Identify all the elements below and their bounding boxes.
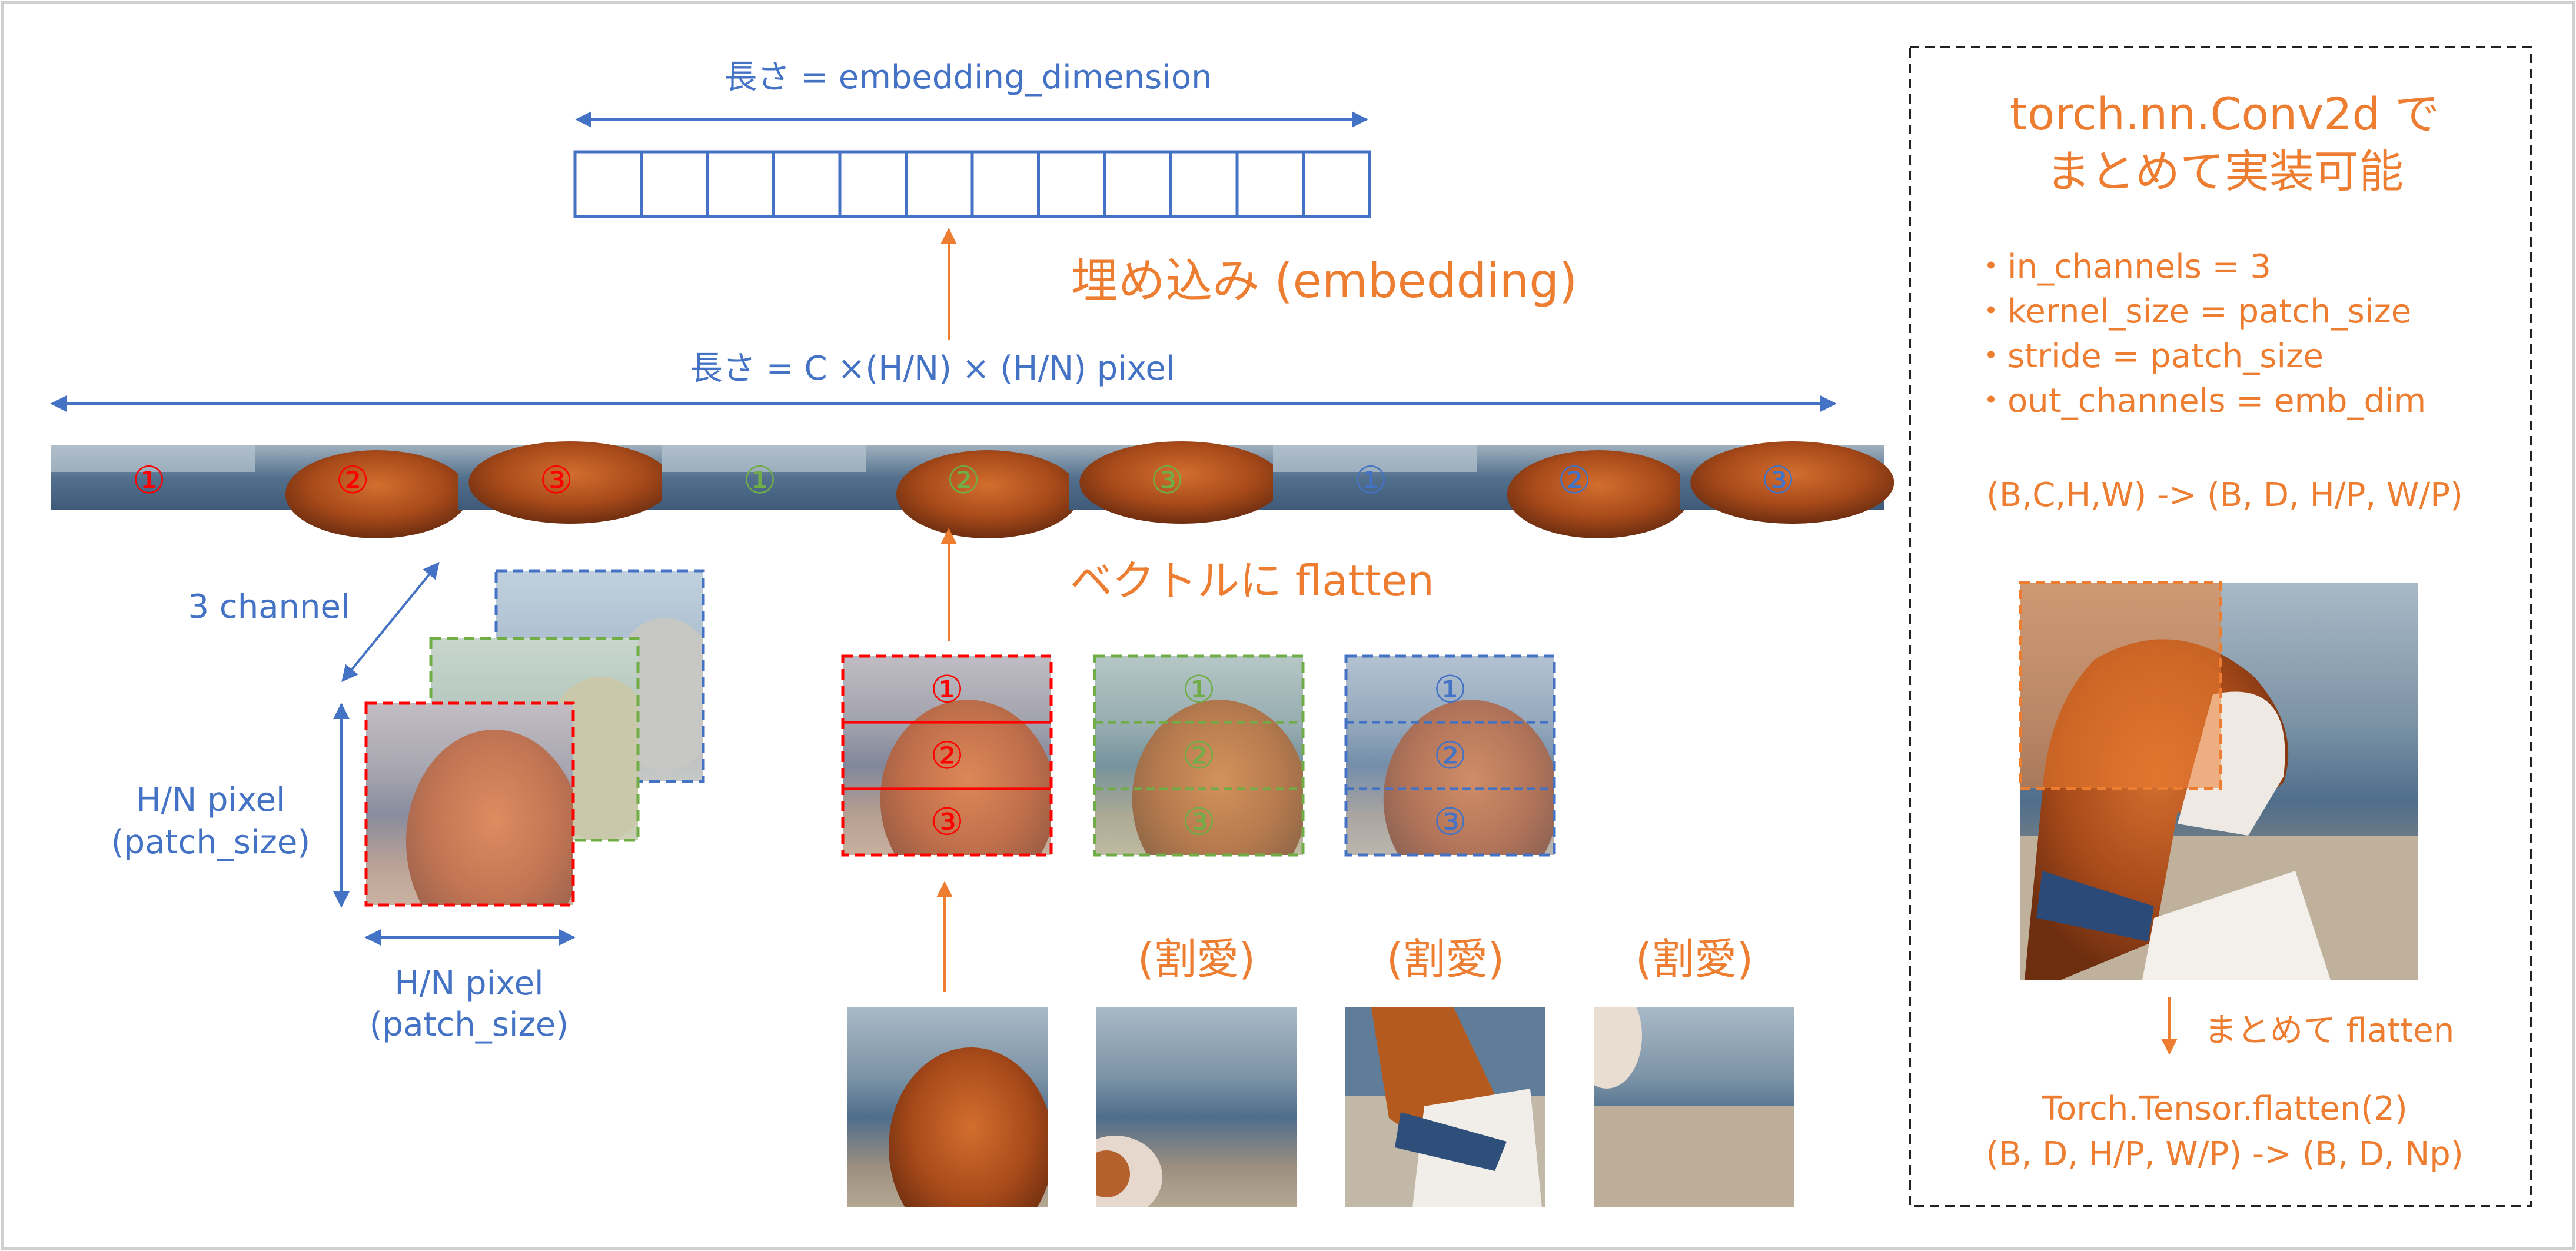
strip-segment-label: ②	[335, 459, 369, 503]
strip-segment-label: ③	[1150, 459, 1184, 503]
patch-row-label: ①	[930, 668, 963, 711]
patch-row-label: ②	[1433, 734, 1467, 778]
strip-segment: ②	[1477, 445, 1691, 538]
patch-width-label-1: H/N pixel	[394, 964, 543, 1003]
embedding-cell	[1169, 150, 1239, 218]
patch-height-label-2: (patch_size)	[111, 823, 310, 861]
strip-segment-label: ①	[743, 459, 776, 503]
conv2d-title-2: まとめて実装可能	[2046, 145, 2404, 198]
embedding-cell	[640, 150, 709, 218]
patch-row-label: ③	[1433, 801, 1467, 844]
channel-patch-green: ① ② ③	[1093, 654, 1305, 857]
omitted-label-3: (割愛)	[1636, 934, 1753, 984]
patch-row-label: ①	[1433, 668, 1467, 711]
embedding-cell	[838, 150, 908, 218]
image-patch-3	[1345, 1007, 1545, 1207]
embedding-cell	[1235, 150, 1305, 218]
strip-segment: ③	[1680, 441, 1894, 524]
patch-row-label: ①	[1182, 668, 1215, 711]
patch-height-label-1: H/N pixel	[136, 781, 285, 819]
conv2d-params: ・in_channels = 3 ・kernel_size = patch_siz…	[1975, 248, 2426, 420]
conv2d-param: ・out_channels = emb_dim	[1975, 382, 2426, 420]
channel-patch-blue: ① ② ③	[1344, 654, 1556, 857]
channel-stack	[364, 569, 705, 907]
channel-patch-red: ① ② ③	[841, 654, 1053, 857]
embedding-cell	[1103, 150, 1172, 218]
conv2d-title-1: torch.nn.Conv2d で	[2010, 88, 2439, 140]
image-patch-1	[847, 1007, 1048, 1207]
embedding-cell	[1302, 150, 1371, 218]
embedding-cell	[772, 150, 842, 218]
omitted-label-2: (割愛)	[1387, 934, 1504, 984]
conv2d-param: ・stride = patch_size	[1975, 337, 2324, 375]
strip-segment-label: ①	[1354, 459, 1387, 503]
omitted-label-1: (割愛)	[1138, 934, 1255, 984]
strip-segment: ①	[51, 445, 255, 510]
channel-label: 3 channel	[188, 588, 350, 626]
strip-segment-label: ①	[132, 459, 165, 503]
channel-red-image	[364, 701, 575, 907]
conv2d-panel	[1909, 46, 2532, 1207]
strip-segment: ①	[1273, 445, 1477, 510]
patch-row-label: ③	[1182, 801, 1215, 844]
embedding-cell	[573, 150, 643, 218]
conv2d-flatten-code: Torch.Tensor.flatten(2)	[2041, 1090, 2407, 1128]
embedding-vector	[573, 150, 1371, 218]
full-dog-image	[2019, 581, 2418, 980]
strip-segment-label: ②	[946, 459, 980, 503]
embedding-cell	[970, 150, 1040, 218]
channel-depth-arrow	[341, 561, 440, 683]
flatten-label: ベクトルに flatten	[1070, 556, 1434, 605]
patch-row-label: ②	[1182, 734, 1215, 778]
conv2d-param: ・kernel_size = patch_size	[1975, 292, 2411, 331]
conv2d-param: ・in_channels = 3	[1975, 248, 2271, 286]
conv2d-final-shape: (B, D, H/P, W/P) -> (B, D, Np)	[1986, 1135, 2463, 1173]
image-patch-2	[1096, 1007, 1297, 1207]
channel-row-patches: ① ② ③ ① ② ③ ① ② ③	[841, 654, 1556, 857]
embedding-cell	[1037, 150, 1106, 218]
strip-segment: ③	[1069, 441, 1284, 524]
patch-row-label: ③	[930, 801, 963, 844]
embedding-cell	[905, 150, 974, 218]
embedding-length-label: 長さ = embedding_dimension	[724, 58, 1212, 97]
strip-segment: ②	[255, 445, 469, 538]
strip-segment: ②	[866, 445, 1080, 538]
image-patch-4	[1594, 1007, 1794, 1207]
embedding-label: 埋め込み (embedding)	[1071, 254, 1577, 308]
strip-segment: ①	[662, 445, 866, 510]
patch-row-label: ②	[930, 734, 963, 778]
embedding-cell	[706, 150, 775, 218]
strip-segment-label: ③	[1761, 459, 1794, 503]
patch-width-label-2: (patch_size)	[370, 1006, 569, 1044]
flattened-vector-strip: ① ② ③ ① ② ③ ① ② ③	[51, 441, 1894, 538]
flat-length-label: 長さ = C ×(H/N) × (H/N) pixel	[690, 350, 1175, 388]
strip-segment-label: ②	[1557, 459, 1591, 503]
conv2d-flatten-label: まとめて flatten	[2204, 1012, 2454, 1050]
strip-segment: ③	[458, 441, 673, 524]
conv2d-shape: (B,C,H,W) -> (B, D, H/P, W/P)	[1986, 476, 2463, 514]
strip-segment-label: ③	[539, 459, 573, 503]
